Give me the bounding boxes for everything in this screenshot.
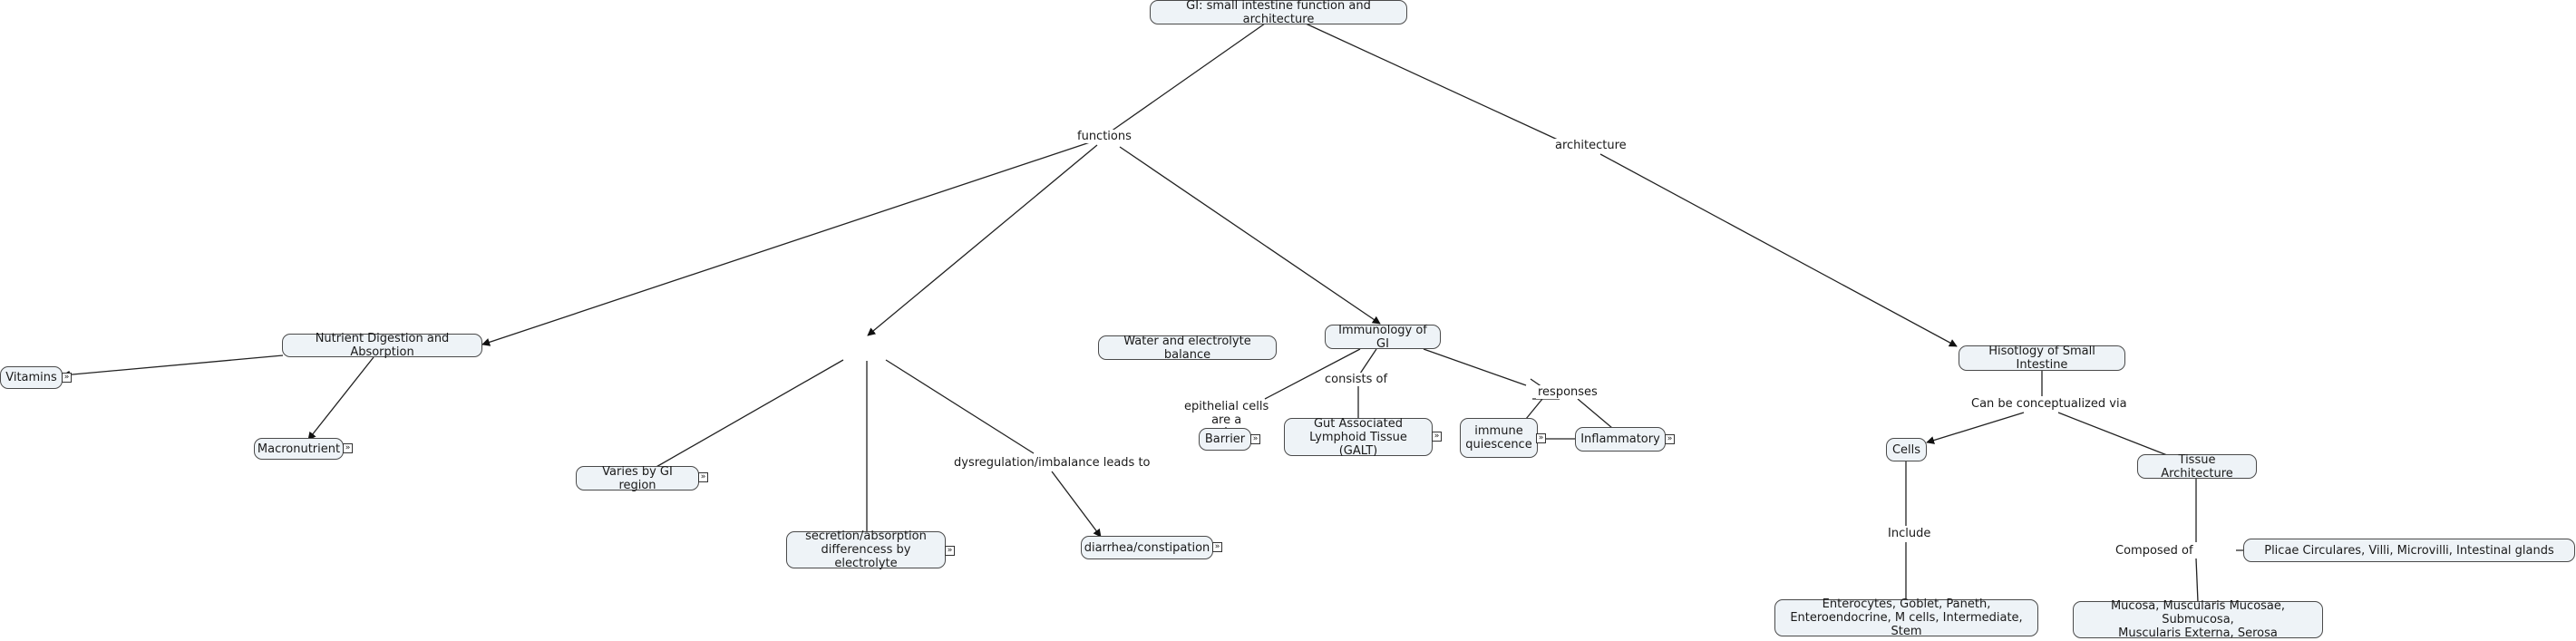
cells-label: Cells: [1891, 442, 1921, 457]
galt-label: Gut Associated Lymphoid Tissue (GALT): [1309, 416, 1407, 458]
link-label-architecture: architecture: [1553, 139, 1628, 152]
immunology-node[interactable]: Immunology of GI: [1325, 323, 1441, 351]
diarrhea-constipation-label: diarrhea/constipation: [1084, 540, 1210, 555]
immune-quiescence-label: immune quiescence: [1465, 424, 1532, 452]
link-label-dysregulation: dysregulation/imbalance leads to: [952, 456, 1152, 470]
link-label-include: Include: [1886, 527, 1933, 540]
nutrient-digestion-label: Nutrient Digestion and Absorption: [315, 332, 450, 359]
link-label-consists: consists of: [1323, 373, 1390, 386]
diarrhea-constipation-node[interactable]: diarrhea/constipation: [1081, 536, 1213, 559]
expand-icon[interactable]: »: [62, 373, 72, 383]
tissue-layers-node[interactable]: Mucosa, Muscularis Mucosae, Submucosa, M…: [2073, 599, 2323, 640]
root-concept-label: GI: small intestine function and archite…: [1186, 0, 1371, 26]
expand-icon[interactable]: »: [1536, 433, 1546, 443]
cell-types-label: Enterocytes, Goblet, Paneth, Enteroendoc…: [1790, 597, 2023, 638]
root-concept-node[interactable]: GI: small intestine function and archite…: [1150, 0, 1407, 26]
tissue-layers-label: Mucosa, Muscularis Mucosae, Submucosa, M…: [2110, 599, 2286, 640]
inflammatory-label: Inflammatory: [1580, 432, 1660, 446]
expand-icon[interactable]: »: [698, 472, 708, 482]
secretion-absorption-label: secretion/absorption differencess by ele…: [805, 529, 927, 570]
tissue-architecture-label: Tissue Architecture: [2161, 452, 2233, 481]
barrier-node[interactable]: Barrier: [1199, 428, 1251, 451]
histology-node[interactable]: Hisotlogy of Small Intestine: [1959, 345, 2125, 372]
cells-node[interactable]: Cells: [1886, 438, 1927, 461]
plicae-node[interactable]: Plicae Circulares, Villi, Microvilli, In…: [2243, 539, 2575, 562]
macronutrient-label: Macronutrient: [257, 442, 341, 456]
varies-region-node[interactable]: Varies by GI region: [576, 464, 699, 492]
link-label-responses: responses: [1536, 385, 1599, 399]
expand-icon[interactable]: »: [1432, 432, 1442, 442]
expand-icon[interactable]: »: [1212, 542, 1222, 552]
macronutrient-node[interactable]: Macronutrient: [254, 438, 344, 460]
expand-icon[interactable]: »: [1665, 434, 1675, 444]
water-electrolyte-label: Water and electrolyte balance: [1123, 334, 1251, 362]
expand-icon[interactable]: »: [343, 443, 353, 453]
immunology-label: Immunology of GI: [1338, 323, 1427, 351]
link-label-epithelial: epithelial cells are a: [1182, 400, 1271, 427]
varies-region-label: Varies by GI region: [602, 464, 673, 492]
plicae-label: Plicae Circulares, Villi, Microvilli, In…: [2264, 543, 2554, 558]
vitamins-node[interactable]: Vitamins: [0, 366, 63, 389]
tissue-architecture-node[interactable]: Tissue Architecture: [2137, 452, 2257, 481]
expand-icon[interactable]: »: [945, 546, 955, 556]
link-label-functions: functions: [1075, 130, 1133, 143]
cell-types-node[interactable]: Enterocytes, Goblet, Paneth, Enteroendoc…: [1774, 597, 2038, 638]
link-label-conceptualized: Can be conceptualized via: [1969, 397, 2129, 411]
immune-quiescence-node[interactable]: immune quiescence: [1460, 418, 1538, 458]
nutrient-digestion-node[interactable]: Nutrient Digestion and Absorption: [282, 332, 482, 359]
galt-node[interactable]: Gut Associated Lymphoid Tissue (GALT): [1284, 416, 1433, 458]
water-electrolyte-node[interactable]: Water and electrolyte balance: [1098, 334, 1277, 362]
expand-icon[interactable]: »: [1250, 434, 1260, 444]
barrier-label: Barrier: [1204, 432, 1246, 446]
inflammatory-node[interactable]: Inflammatory: [1575, 427, 1666, 452]
secretion-absorption-node[interactable]: secretion/absorption differencess by ele…: [786, 529, 946, 570]
vitamins-label: Vitamins: [5, 371, 57, 384]
histology-label: Hisotlogy of Small Intestine: [1988, 345, 2095, 372]
link-label-composed: Composed of: [2114, 544, 2195, 558]
